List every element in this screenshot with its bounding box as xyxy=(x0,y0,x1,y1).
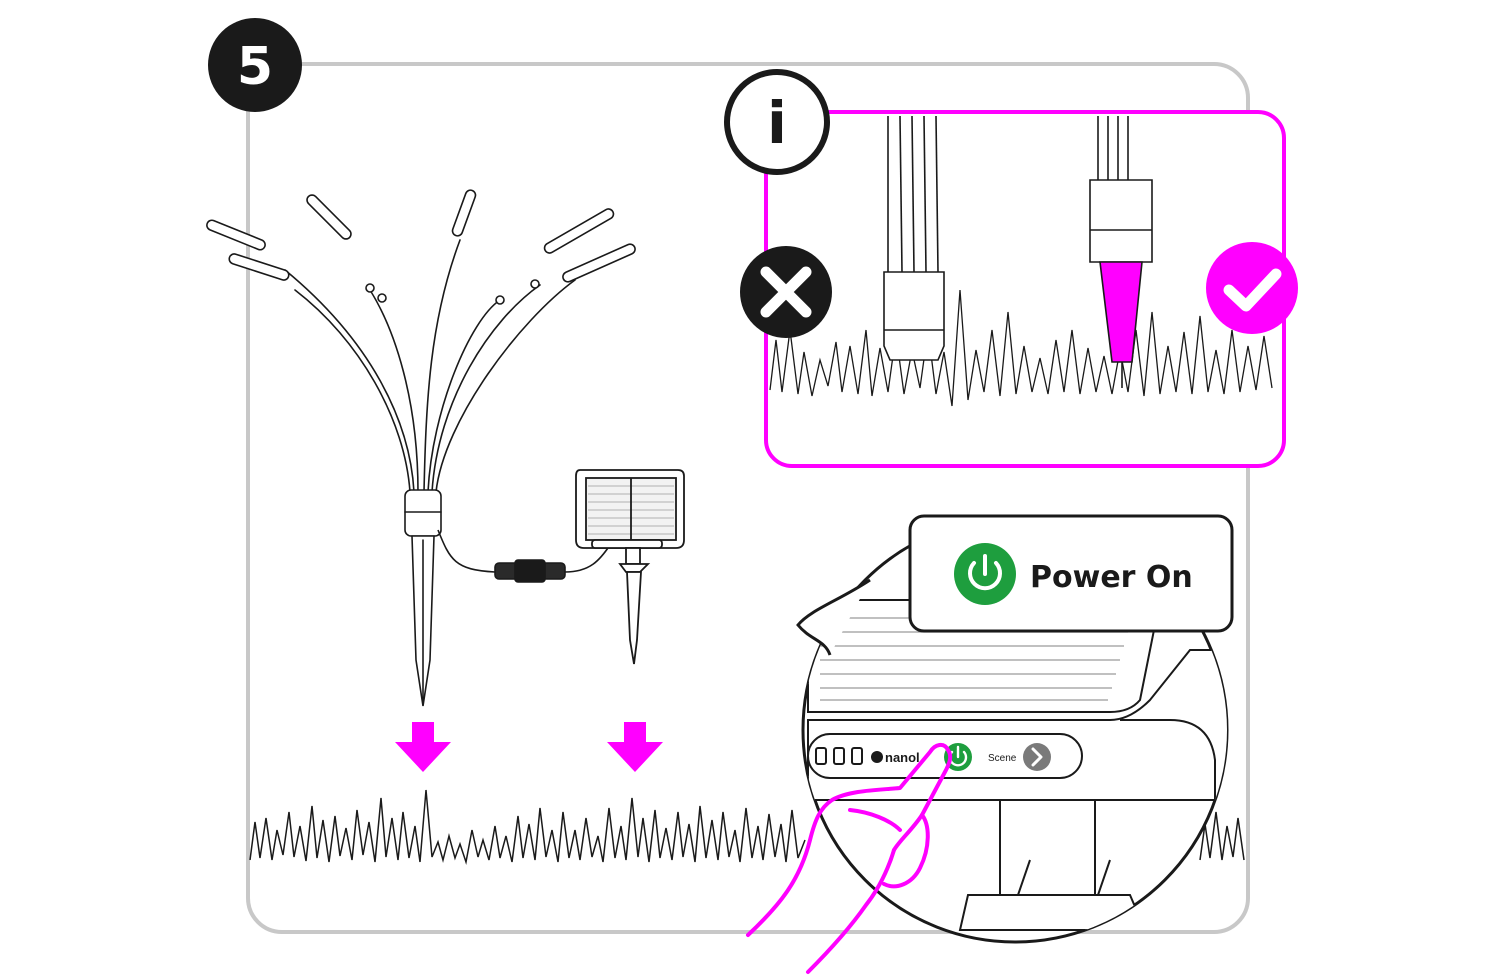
step-frame xyxy=(246,62,1250,934)
solar-panel xyxy=(575,469,685,665)
down-arrow-icon xyxy=(607,722,663,772)
stake-light xyxy=(206,189,636,707)
grass-ground xyxy=(249,789,1245,865)
step-badge: 5 xyxy=(208,18,302,112)
wrong-example xyxy=(883,115,945,361)
correct-example xyxy=(1089,116,1153,388)
correct-icon xyxy=(1206,242,1298,334)
scene-button[interactable] xyxy=(1023,743,1051,771)
scene-label: Scene xyxy=(988,753,1017,764)
power-on-callout: Power On xyxy=(908,514,1234,633)
cable-connector xyxy=(437,529,611,583)
lens-tail xyxy=(796,578,871,656)
wrong-icon xyxy=(740,246,832,338)
down-arrow-icon xyxy=(395,722,451,772)
info-panel-grass xyxy=(769,289,1273,407)
hand-icon xyxy=(746,743,953,974)
step-number: 5 xyxy=(237,37,273,97)
info-label: i xyxy=(767,89,787,157)
device-brand: nanol xyxy=(885,750,920,765)
chevron-right-icon xyxy=(1031,747,1043,767)
power-on-label: Power On xyxy=(1030,560,1193,595)
info-icon: i xyxy=(724,69,830,175)
